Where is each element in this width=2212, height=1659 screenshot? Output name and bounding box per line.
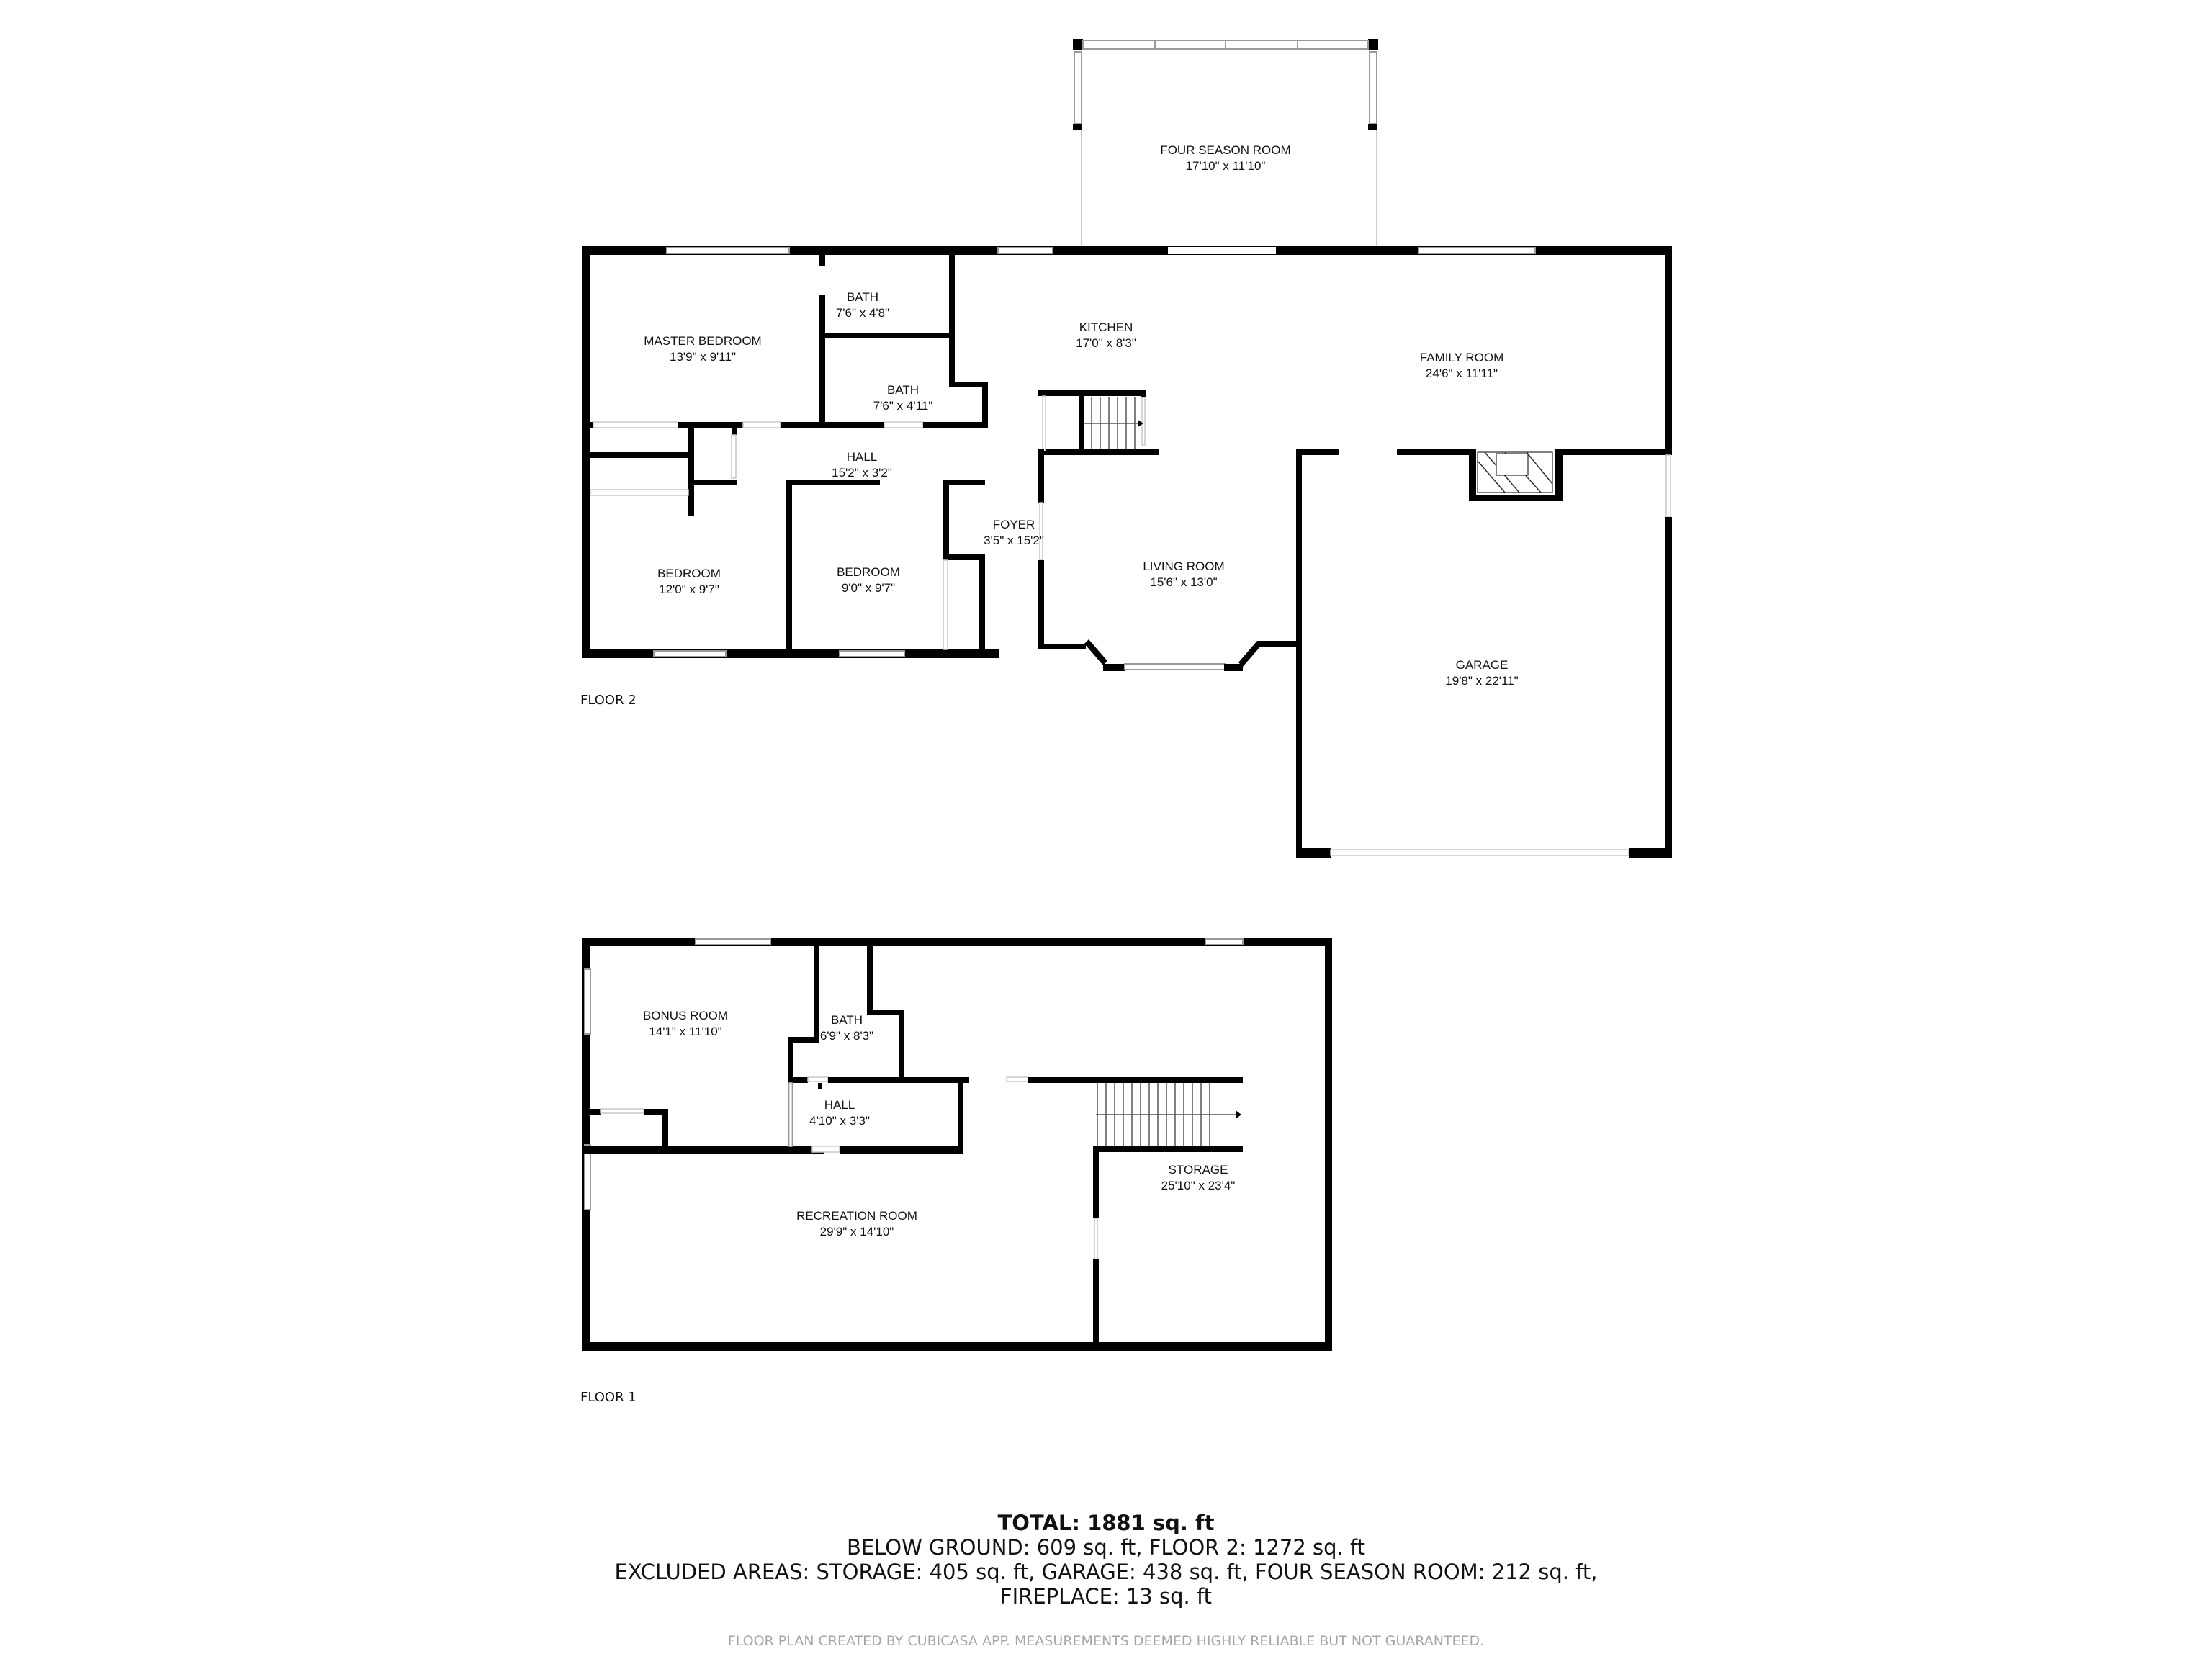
room-name: BEDROOM [657, 567, 721, 580]
floor-1-label: FLOOR 1 [580, 1390, 637, 1405]
room-size: 29'9" x 14'10" [819, 1225, 894, 1238]
room-size: 3'5" x 15'2" [984, 534, 1044, 547]
room-name: BATH [846, 290, 879, 304]
room-master-bedroom: MASTER BEDROOM 13'9" x 9'11" [644, 333, 761, 365]
area-summary: TOTAL: 1881 sq. ft BELOW GROUND: 609 sq.… [0, 1511, 2212, 1609]
room-bedroom-2: BEDROOM 9'0" x 9'7" [837, 565, 900, 596]
room-name: HALL [846, 450, 878, 464]
room-name: MASTER BEDROOM [644, 334, 762, 348]
room-hall: HALL 15'2" x 3'2" [832, 449, 892, 481]
room-name: FAMILY ROOM [1419, 351, 1504, 364]
room-size: 9'0" x 9'7" [841, 581, 896, 595]
room-bonus-room: BONUS ROOM 14'1" x 11'10" [643, 1008, 728, 1040]
room-size: 6'9" x 8'3" [819, 1029, 874, 1043]
disclaimer: FLOOR PLAN CREATED BY CUBICASA APP. MEAS… [727, 1633, 1485, 1649]
room-name: STORAGE [1168, 1163, 1228, 1177]
room-size: 15'6" x 13'0" [1150, 575, 1218, 589]
below-ground-floor2-area: BELOW GROUND: 609 sq. ft, FLOOR 2: 1272 … [846, 1535, 1366, 1560]
room-size: 24'6" x 11'11" [1425, 367, 1498, 380]
room-garage: GARAGE 19'8" x 22'11" [1445, 657, 1518, 689]
room-family-room: FAMILY ROOM 24'6" x 11'11" [1420, 350, 1504, 382]
room-name: BEDROOM [837, 565, 900, 579]
room-size: 25'10" x 23'4" [1161, 1179, 1236, 1192]
room-size: 7'6" x 4'8" [835, 306, 890, 320]
room-name: FOUR SEASON ROOM [1160, 143, 1291, 157]
room-name: BONUS ROOM [642, 1009, 729, 1022]
floor-2-label: FLOOR 2 [580, 693, 637, 708]
room-name: LIVING ROOM [1143, 559, 1225, 573]
room-four-season-room: FOUR SEASON ROOM 17'10" x 11'10" [1160, 143, 1290, 174]
room-hall-basement: HALL 4'10" x 3'3" [809, 1097, 870, 1129]
room-size: 4'10" x 3'3" [809, 1114, 870, 1128]
total-area: TOTAL: 1881 sq. ft [997, 1511, 1215, 1535]
room-size: 15'2" x 3'2" [832, 466, 892, 480]
room-size: 17'10" x 11'10" [1185, 159, 1266, 173]
room-foyer: FOYER 3'5" x 15'2" [984, 517, 1044, 549]
room-bath-basement: BATH 6'9" x 8'3" [820, 1012, 873, 1044]
room-name: RECREATION ROOM [796, 1209, 917, 1223]
room-recreation-room: RECREATION ROOM 29'9" x 14'10" [796, 1208, 917, 1240]
room-name: BATH [886, 383, 920, 397]
room-bath-1: BATH 7'6" x 4'8" [836, 289, 889, 321]
room-size: 7'6" x 4'11" [873, 399, 933, 413]
room-size: 14'1" x 11'10" [649, 1025, 722, 1038]
room-kitchen: KITCHEN 17'0" x 8'3" [1076, 320, 1136, 351]
room-size: 17'0" x 8'3" [1076, 336, 1136, 350]
room-name: KITCHEN [1079, 320, 1133, 334]
room-name: GARAGE [1455, 658, 1509, 672]
room-living-room: LIVING ROOM 15'6" x 13'0" [1143, 559, 1224, 590]
fireplace-area: FIREPLACE: 13 sq. ft [999, 1584, 1213, 1609]
floor-1-walls [582, 938, 1332, 1351]
room-storage: STORAGE 25'10" x 23'4" [1161, 1162, 1236, 1194]
room-size: 19'8" x 22'11" [1445, 674, 1519, 688]
floor-2-walls [582, 39, 2212, 858]
room-name: BATH [830, 1013, 863, 1027]
room-bath-2: BATH 7'6" x 4'11" [873, 382, 933, 414]
room-size: 12'0" x 9'7" [659, 583, 719, 596]
room-name: FOYER [992, 518, 1035, 531]
room-size: 13'9" x 9'11" [670, 350, 736, 364]
room-name: HALL [824, 1098, 855, 1112]
excluded-areas: EXCLUDED AREAS: STORAGE: 405 sq. ft, GAR… [614, 1560, 1598, 1584]
room-bedroom-1: BEDROOM 12'0" x 9'7" [657, 566, 721, 598]
